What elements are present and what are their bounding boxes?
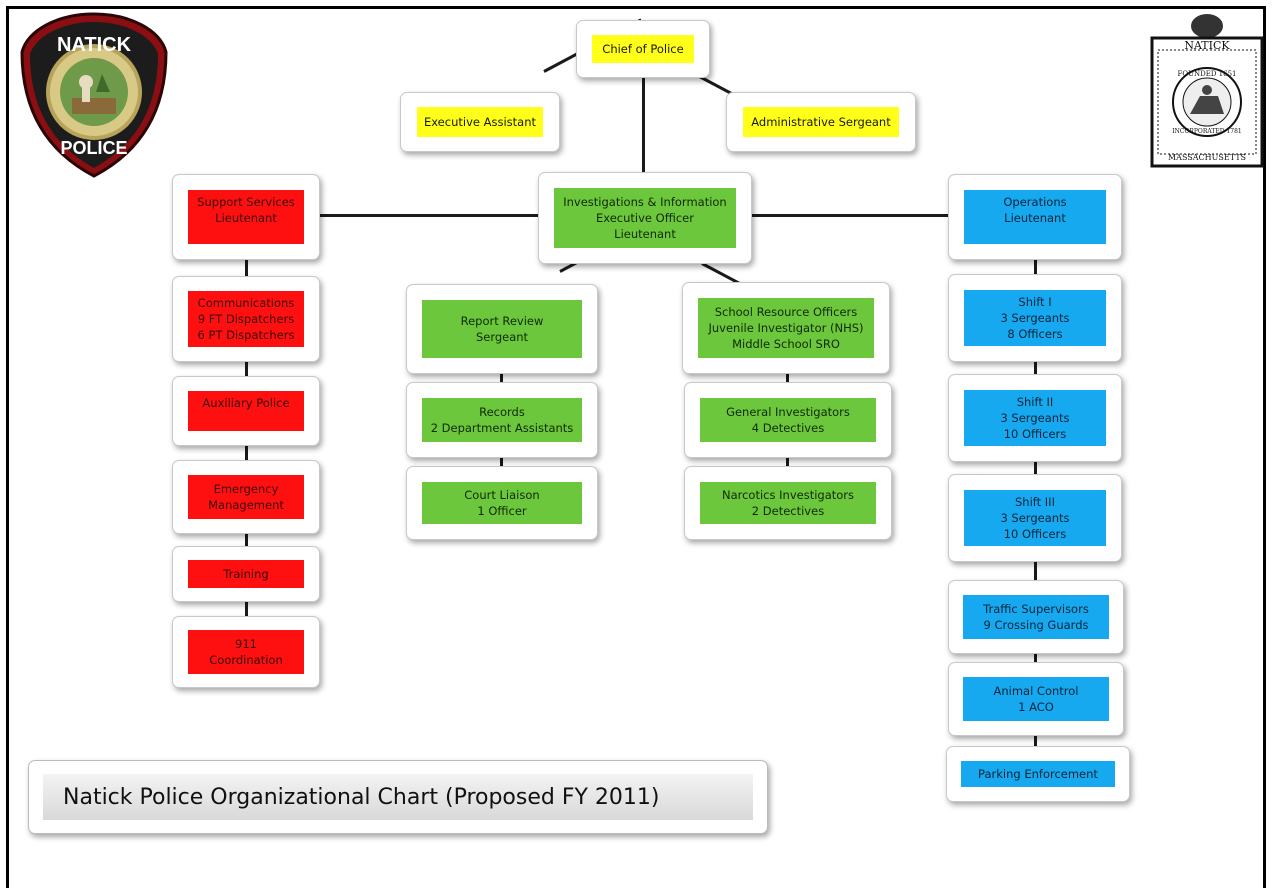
node-label: Communications <box>197 296 295 310</box>
node-label: Auxiliary Police <box>202 396 290 410</box>
node-label: 9 Crossing Guards <box>983 618 1089 632</box>
node-investigations-information[interactable]: Investigations & Information Executive O… <box>538 172 752 264</box>
node-label: Lieutenant <box>215 211 277 225</box>
node-label: Lieutenant <box>1004 211 1066 225</box>
node-label: 911 <box>235 637 257 651</box>
node-training[interactable]: Training <box>172 546 320 602</box>
node-label: General Investigators <box>726 405 850 419</box>
natick-police-badge-logo: NATICK POLICE <box>20 12 168 178</box>
node-label: Chief of Police <box>602 42 684 56</box>
node-label: Middle School SRO <box>732 337 840 351</box>
node-label: Records <box>479 405 525 419</box>
node-shift-2[interactable]: Shift II 3 Sergeants 10 Officers <box>948 374 1122 462</box>
node-label: Executive Assistant <box>423 115 537 129</box>
node-traffic-supervisors[interactable]: Traffic Supervisors 9 Crossing Guards <box>948 580 1124 654</box>
node-label: 8 Officers <box>1007 327 1063 341</box>
node-emergency-management[interactable]: Emergency Management <box>172 460 320 534</box>
node-911-coordination[interactable]: 911 Coordination <box>172 616 320 688</box>
node-label: Emergency <box>213 482 279 496</box>
node-label: 3 Sergeants <box>1000 311 1070 325</box>
seal-inner-text: INCORPORATED 1781 <box>1172 128 1242 135</box>
natick-town-seal: NATICK FOUNDED 1651 INCORPORATED 1781 MA… <box>1148 10 1266 170</box>
node-administrative-sergeant[interactable]: Administrative Sergeant <box>726 92 916 152</box>
node-label: Parking Enforcement <box>978 767 1098 781</box>
node-label: 1 Officer <box>477 504 527 518</box>
node-narcotics-investigators[interactable]: Narcotics Investigators 2 Detectives <box>684 466 892 540</box>
node-animal-control[interactable]: Animal Control 1 ACO <box>948 662 1124 736</box>
page-frame-top <box>6 6 1266 9</box>
node-label: 2 Detectives <box>751 504 825 518</box>
node-shift-1[interactable]: Shift I 3 Sergeants 8 Officers <box>948 274 1122 362</box>
node-label: Coordination <box>209 653 283 667</box>
node-label: 2 Department Assistants <box>430 421 574 435</box>
node-label: 4 Detectives <box>751 421 825 435</box>
seal-top-text: NATICK <box>1184 39 1230 52</box>
node-report-review[interactable]: Report Review Sergeant <box>406 284 598 374</box>
node-label: Executive Officer <box>596 211 694 225</box>
node-court-liaison[interactable]: Court Liaison 1 Officer <box>406 466 598 540</box>
node-school-resource-officers[interactable]: School Resource Officers Juvenile Invest… <box>682 282 890 374</box>
node-chief-of-police[interactable]: Chief of Police <box>576 20 710 78</box>
badge-top-text: NATICK <box>56 34 132 56</box>
badge-bottom-text: POLICE <box>60 138 128 158</box>
node-parking-enforcement[interactable]: Parking Enforcement <box>946 746 1130 802</box>
page-frame-right <box>1263 6 1266 888</box>
node-label: 3 Sergeants <box>1000 411 1070 425</box>
node-operations[interactable]: Operations Lieutenant <box>948 174 1122 260</box>
node-label: 3 Sergeants <box>1000 511 1070 525</box>
node-executive-assistant[interactable]: Executive Assistant <box>400 92 560 152</box>
node-label: Shift I <box>1018 295 1052 309</box>
node-label: Support Services <box>197 195 295 209</box>
node-label: Sergeant <box>475 330 529 344</box>
node-general-investigators[interactable]: General Investigators 4 Detectives <box>684 382 892 458</box>
node-label: Juvenile Investigator (NHS) <box>708 321 864 335</box>
node-records[interactable]: Records 2 Department Assistants <box>406 382 598 458</box>
node-label: 10 Officers <box>1003 527 1067 541</box>
node-label: Training <box>223 567 269 581</box>
seal-bottom-text: MASSACHUSETTS <box>1167 153 1247 162</box>
page-frame-left <box>6 6 9 888</box>
node-label: Management <box>208 498 284 512</box>
node-label: Shift II <box>1016 395 1054 409</box>
node-label: 6 PT Dispatchers <box>197 328 295 342</box>
chart-title: Natick Police Organizational Chart (Prop… <box>43 774 753 820</box>
node-auxiliary-police[interactable]: Auxiliary Police <box>172 376 320 446</box>
node-communications[interactable]: Communications 9 FT Dispatchers 6 PT Dis… <box>172 276 320 362</box>
node-label: Narcotics Investigators <box>721 488 855 502</box>
seal-middle-text: FOUNDED 1651 <box>1177 70 1237 78</box>
node-support-services[interactable]: Support Services Lieutenant <box>172 174 320 260</box>
node-label: 10 Officers <box>1003 427 1067 441</box>
node-label: 1 ACO <box>1018 700 1054 714</box>
node-label: Court Liaison <box>464 488 540 502</box>
node-label: Operations <box>1003 195 1067 209</box>
node-label: 9 FT Dispatchers <box>197 312 295 326</box>
connector-line <box>642 78 645 173</box>
node-label: Animal Control <box>993 684 1079 698</box>
node-label: Traffic Supervisors <box>983 602 1089 616</box>
node-label: School Resource Officers <box>714 305 858 319</box>
node-shift-3[interactable]: Shift III 3 Sergeants 10 Officers <box>948 474 1122 562</box>
node-label: Report Review <box>460 314 544 328</box>
node-label: Shift III <box>1015 495 1055 509</box>
node-label: Investigations & Information <box>563 195 727 209</box>
node-label: Administrative Sergeant <box>751 115 891 129</box>
chart-title-banner: Natick Police Organizational Chart (Prop… <box>28 760 768 834</box>
node-label: Lieutenant <box>614 227 676 241</box>
